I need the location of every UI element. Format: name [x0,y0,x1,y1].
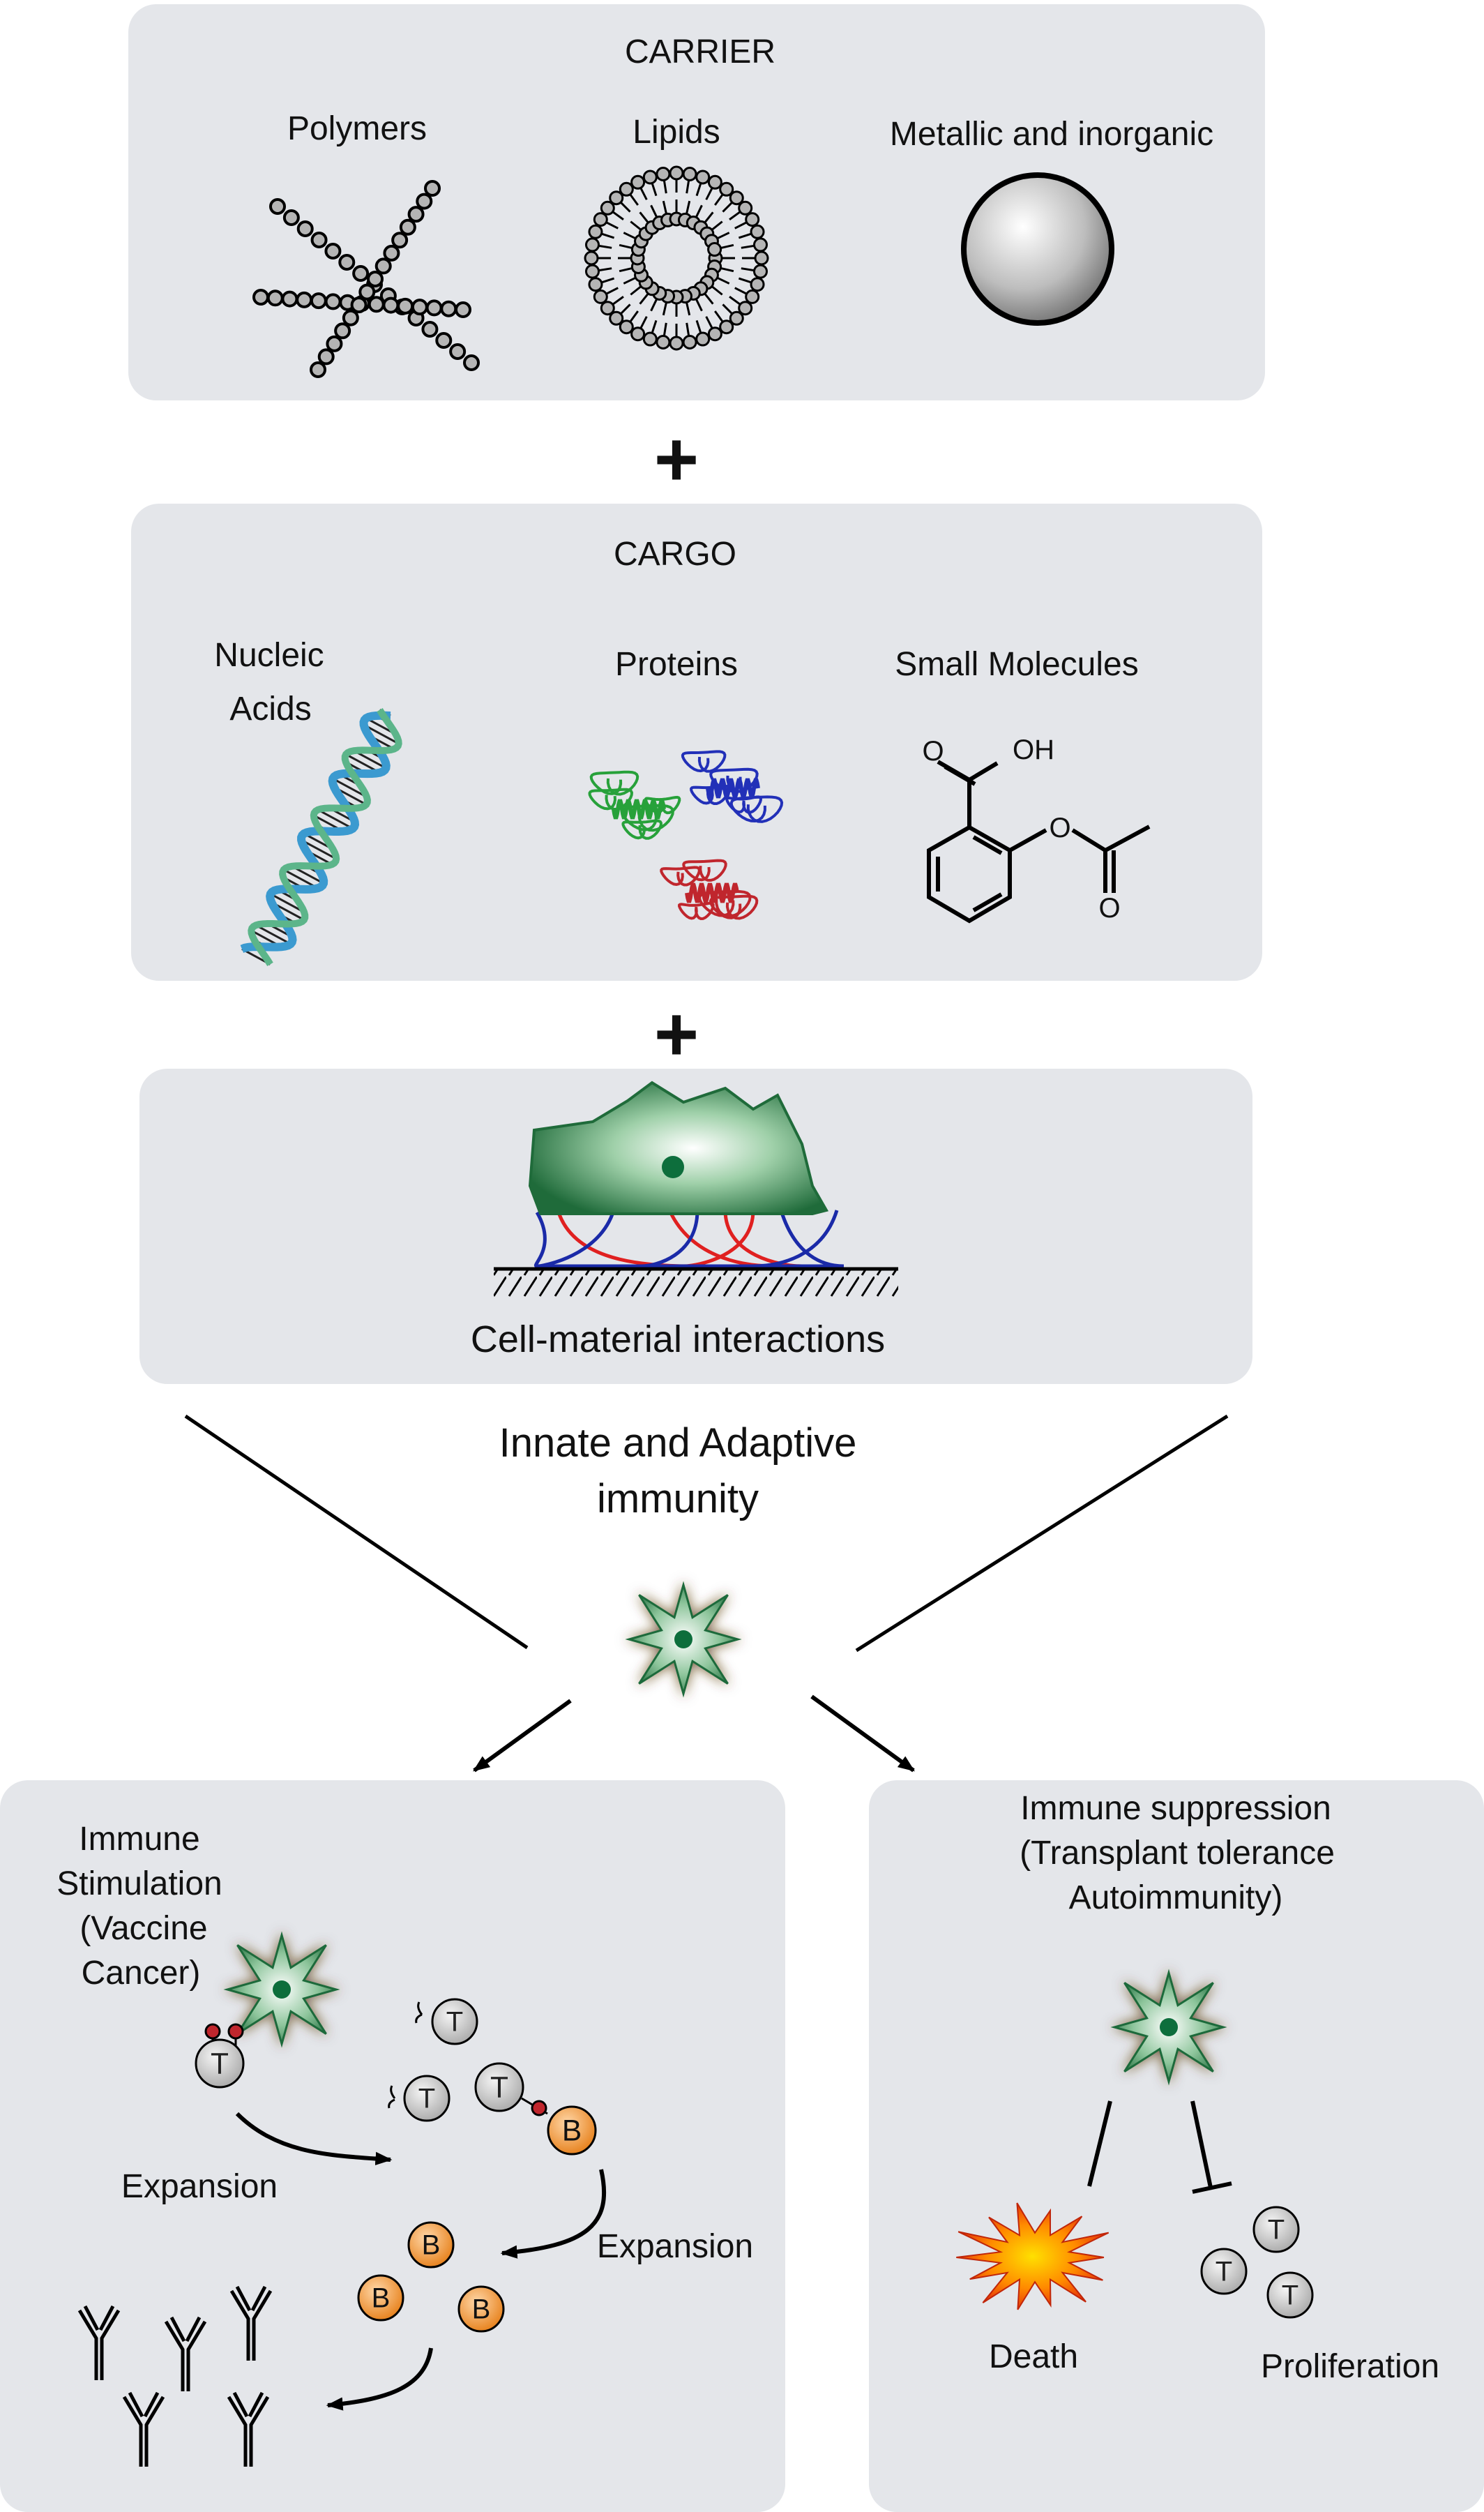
svg-text:T: T [1216,2256,1232,2287]
t-cell-stim-2: T [431,1998,478,2045]
antibody-4 [122,2391,165,2467]
polymer-star-icon [252,180,480,378]
adherent-cell-icon [528,1081,829,1215]
antibody-2 [164,2316,207,2391]
proliferation-label: Proliferation [1261,2348,1439,2385]
stimulation-panel: Immune Stimulation (Vaccine Cancer) T T … [0,1780,785,2512]
t-cell-stim-4: T [474,2062,524,2112]
suppression-label-line1: Immune suppression [1020,1790,1331,1827]
cell-material-label: Cell-material interactions [471,1318,885,1360]
expansion-arrow-1 [235,2112,393,2165]
expansion-arrow-2 [500,2169,606,2259]
suppression-panel-bg [869,1780,1484,2512]
antibody-5 [227,2391,270,2467]
dendritic-cell-center-icon [625,1581,742,1698]
adhesion-fibers-icon [533,1209,845,1268]
suppression-panel: Immune suppression (Transplant tolerance… [869,1780,1484,2512]
svg-text:T: T [418,2083,435,2114]
stimulation-label-line2: Stimulation [56,1865,222,1902]
svg-text:T: T [446,2006,463,2037]
svg-text:B: B [422,2229,441,2260]
substrate-surface-icon [494,1267,898,1297]
plus-sign-1: + [654,416,699,502]
small-molecule-structure-icon: O OH O O [922,735,1151,924]
cargo-panel: CARGO Nucleic Acids Proteins Small Molec… [131,504,1262,981]
b-cell-2: B [407,2221,455,2269]
immunity-section: Innate and Adaptive immunity [184,1414,1229,1773]
b-cell-3: B [357,2274,404,2322]
suppression-label-line3: Autoimmunity) [1069,1879,1283,1916]
t-b-synapse-icon [521,2097,548,2116]
small-molecules-label: Small Molecules [895,646,1138,683]
stimulation-panel-bg [0,1780,785,2512]
death-label: Death [989,2338,1078,2375]
right-diagonal-line [855,1414,1229,1653]
stimulation-label-line3: (Vaccine [80,1910,207,1947]
antibody-arrow [326,2347,433,2411]
dna-helix-icon [240,707,402,967]
svg-text:B: B [372,2282,391,2313]
carrier-panel: CARRIER Polymers Lipids Metallic and ino… [128,4,1265,400]
expansion-label-2: Expansion [597,2228,753,2265]
molecule-o-carbonyl: O [922,736,944,767]
immunity-label-line1: Innate and Adaptive [499,1420,857,1466]
carrier-metallic-label: Metallic and inorganic [890,116,1213,153]
arrow-to-suppression [810,1694,915,1773]
metallic-sphere-icon [961,172,1114,326]
nucleic-acids-label-line2: Acids [229,691,311,728]
liposome-icon [584,165,769,351]
tcr-hook-icons [388,2001,423,2109]
svg-text:T: T [1268,2214,1285,2245]
svg-text:B: B [562,2114,582,2147]
left-diagonal-line [184,1414,529,1650]
arrow-to-stimulation [473,1699,572,1773]
svg-text:T: T [490,2071,508,2104]
antibody-1 [77,2305,121,2380]
carrier-polymers-label: Polymers [287,110,427,147]
suppression-label-line2: (Transplant tolerance [1020,1835,1335,1872]
molecule-o-acetyl: O [1098,893,1120,924]
stimulation-label-line4: Cancer) [82,1955,201,1992]
t-cell-supp-1: T [1252,2206,1300,2253]
carrier-panel-bg [128,4,1265,400]
stimulation-label-line1: Immune [79,1821,199,1858]
proteins-label: Proteins [615,646,738,683]
antibody-3 [229,2285,273,2361]
protein-structure-icon [588,750,784,921]
t-cell-stim-1: T [195,2038,245,2089]
svg-text:T: T [1282,2280,1298,2310]
t-cell-supp-2: T [1200,2248,1248,2295]
molecule-oh-label: OH [1013,735,1054,765]
nucleic-acids-label-line1: Nucleic [214,637,324,674]
death-line [1087,2100,1112,2187]
svg-text:B: B [472,2294,491,2324]
immunity-label-line2: immunity [597,1476,759,1521]
svg-text:T: T [211,2047,229,2080]
carrier-title: CARRIER [625,33,775,70]
cargo-title: CARGO [614,536,736,573]
t-cell-stim-3: T [403,2075,450,2122]
carrier-lipids-label: Lipids [633,114,720,151]
plus-sign-2: + [654,991,699,1077]
expansion-label-1: Expansion [121,2168,278,2205]
t-cell-supp-3: T [1266,2271,1314,2319]
dendritic-cell-supp-icon [1110,1969,1227,2086]
b-cell-1: B [547,2105,597,2156]
cell-material-panel: Cell-material interactions [139,1069,1252,1384]
cargo-panel-bg [131,504,1262,981]
inhibition-line [1190,2100,1232,2194]
death-burst-icon [956,2202,1110,2310]
b-cell-4: B [457,2285,505,2333]
dendritic-cell-stim-icon [223,1931,340,2048]
molecule-o-ester: O [1049,813,1070,843]
